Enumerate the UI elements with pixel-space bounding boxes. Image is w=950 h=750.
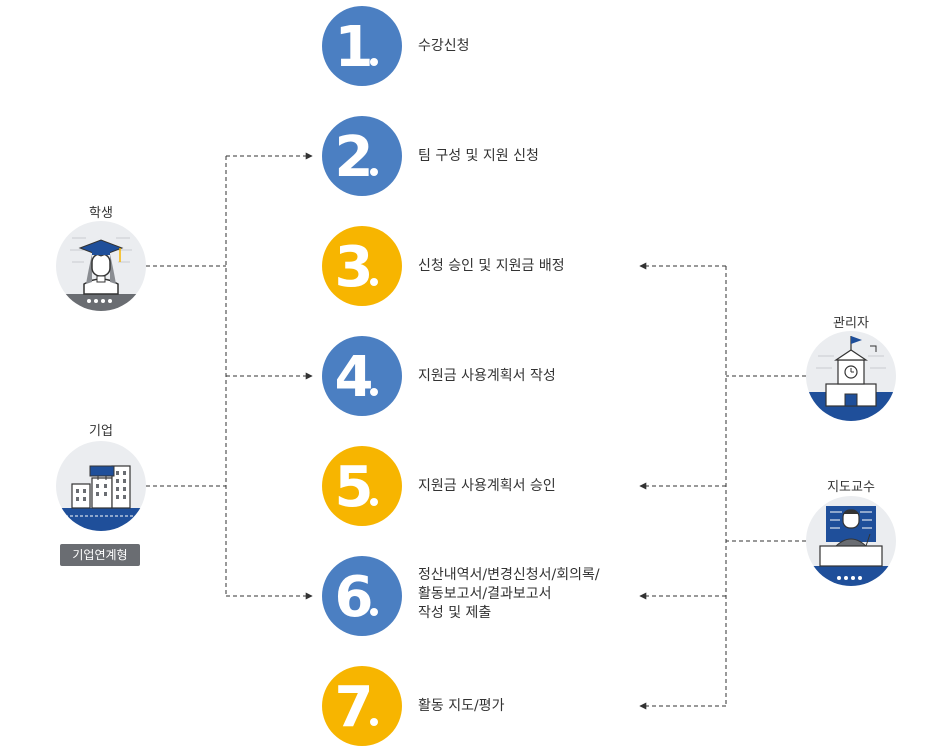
step-circles: 1 2 3 4 5 6 7 bbox=[322, 6, 402, 746]
graduate-icon bbox=[56, 221, 146, 311]
step-6-number: 6 bbox=[335, 565, 374, 630]
step-5-dot bbox=[370, 498, 378, 506]
right-connectors bbox=[639, 262, 806, 710]
step-4-number: 4 bbox=[335, 345, 374, 410]
step-5-text: 지원금 사용계획서 승인 bbox=[418, 478, 556, 494]
school-building-icon bbox=[806, 331, 896, 421]
step-7-text: 활동 지도/평가 bbox=[418, 698, 505, 714]
company-label: 기업 bbox=[89, 424, 113, 439]
step-7-number: 7 bbox=[335, 675, 374, 740]
step-4-text: 지원금 사용계획서 작성 bbox=[418, 368, 556, 384]
step-3-dot bbox=[370, 278, 378, 286]
professor-podium-icon bbox=[806, 496, 896, 586]
step-1-text: 수강신청 bbox=[418, 38, 470, 54]
step-6-text: 정산내역서/변경신청서/회의록/ 활동보고서/결과보고서 작성 및 제출 bbox=[418, 567, 600, 621]
buildings-icon bbox=[56, 441, 146, 531]
company-badge: 기업연계형 bbox=[60, 544, 140, 566]
left-connectors bbox=[146, 152, 313, 600]
step-1-circle: 1 bbox=[322, 6, 402, 86]
step-2-number: 2 bbox=[335, 125, 374, 190]
step-2-text: 팀 구성 및 지원 신청 bbox=[418, 148, 539, 164]
step-2-dot bbox=[370, 168, 378, 176]
step-7-circle: 7 bbox=[322, 666, 402, 746]
step-6-circle: 6 bbox=[322, 556, 402, 636]
step-1-dot bbox=[370, 58, 378, 66]
step-3-circle: 3 bbox=[322, 226, 402, 306]
step-4-dot bbox=[370, 388, 378, 396]
step-3-text: 신청 승인 및 지원금 배정 bbox=[418, 258, 565, 274]
admin-label: 관리자 bbox=[833, 316, 869, 331]
step-6-dot bbox=[370, 608, 378, 616]
step-3-number: 3 bbox=[335, 235, 374, 300]
step-4-circle: 4 bbox=[322, 336, 402, 416]
professor-label: 지도교수 bbox=[827, 480, 875, 495]
step-2-circle: 2 bbox=[322, 116, 402, 196]
step-5-circle: 5 bbox=[322, 446, 402, 526]
step-5-number: 5 bbox=[335, 455, 374, 520]
step-1-number: 1 bbox=[335, 15, 374, 80]
student-label: 학생 bbox=[89, 206, 113, 221]
step-7-dot bbox=[370, 718, 378, 726]
